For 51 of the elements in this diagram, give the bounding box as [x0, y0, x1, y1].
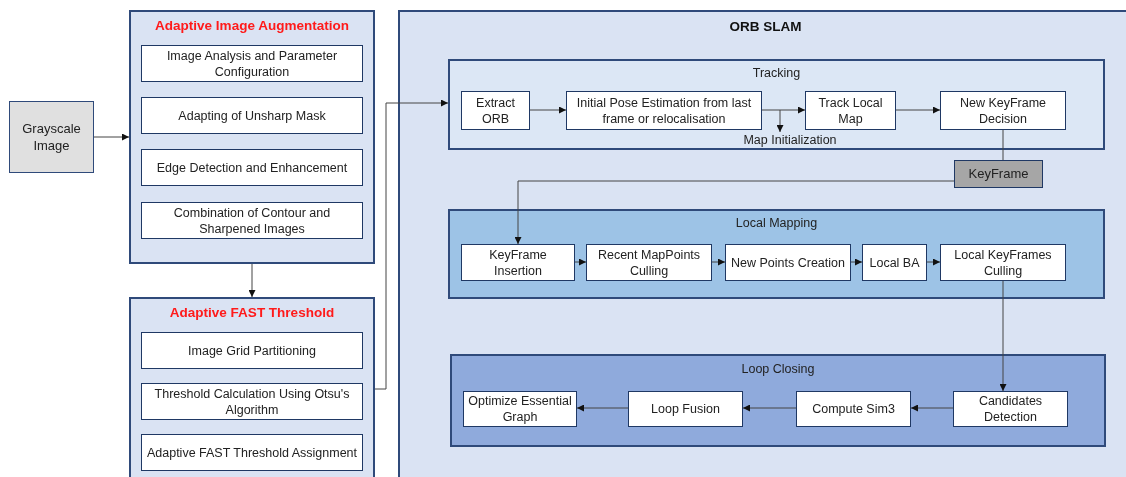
process-box: Optimize Essential Graph: [463, 391, 577, 427]
process-box: Local KeyFrames Culling: [940, 244, 1066, 281]
map-initialization-label: Map Initialization: [725, 132, 855, 148]
process-box: Loop Fusion: [628, 391, 743, 427]
input-box: Grayscale Image: [9, 101, 94, 173]
process-box: Local BA: [862, 244, 927, 281]
group-title: Adaptive Image Augmentation: [154, 17, 350, 35]
process-box: Compute Sim3: [796, 391, 911, 427]
arrow: [93, 133, 130, 141]
process-box: New Points Creation: [725, 244, 851, 281]
group-panel: [129, 297, 375, 477]
arrow: [529, 106, 567, 114]
arrow: [999, 280, 1007, 392]
group-title: ORB SLAM: [728, 18, 803, 36]
process-box: Extract ORB: [461, 91, 530, 130]
group-title: Adaptive FAST Threshold: [168, 304, 336, 322]
process-box: Track Local Map: [805, 91, 896, 130]
arrow: [374, 99, 449, 390]
arrow: [711, 258, 726, 266]
group-title: Tracking: [751, 65, 802, 82]
process-box: Threshold Calculation Using Otsu's Algorithm: [141, 383, 363, 420]
arrow: [910, 404, 954, 412]
group-title: Local Mapping: [734, 215, 819, 232]
process-box: Adapting of Unsharp Mask: [141, 97, 363, 134]
arrow: [576, 404, 629, 412]
process-box: Candidates Detection: [953, 391, 1068, 427]
arrow: [742, 404, 797, 412]
arrow: [514, 180, 955, 245]
module-panel: [448, 59, 1105, 150]
process-box: Image Grid Partitioning: [141, 332, 363, 369]
process-box: Recent MapPoints Culling: [586, 244, 712, 281]
keyframe-box: KeyFrame: [954, 160, 1043, 188]
process-box: Edge Detection and Enhancement: [141, 149, 363, 186]
group-panel: [129, 10, 375, 264]
process-box: Image Analysis and Parameter Configuration: [141, 45, 363, 82]
arrow: [850, 258, 863, 266]
process-box: Adaptive FAST Threshold Assignment: [141, 434, 363, 471]
module-panel: [450, 354, 1106, 447]
process-box: New KeyFrame Decision: [940, 91, 1066, 130]
arrow: [574, 258, 587, 266]
arrow: [895, 106, 941, 114]
group-title: Loop Closing: [740, 361, 816, 378]
process-box: KeyFrame Insertion: [461, 244, 575, 281]
arrow: [248, 263, 256, 298]
process-box: Combination of Contour and Sharpened Images: [141, 202, 363, 239]
module-panel: [448, 209, 1105, 299]
arrow: [776, 109, 784, 133]
arrow: [761, 106, 806, 114]
arrow: [926, 258, 941, 266]
group-panel: [398, 10, 1126, 477]
process-box: Initial Pose Estimation from last frame or relocalisation: [566, 91, 762, 130]
